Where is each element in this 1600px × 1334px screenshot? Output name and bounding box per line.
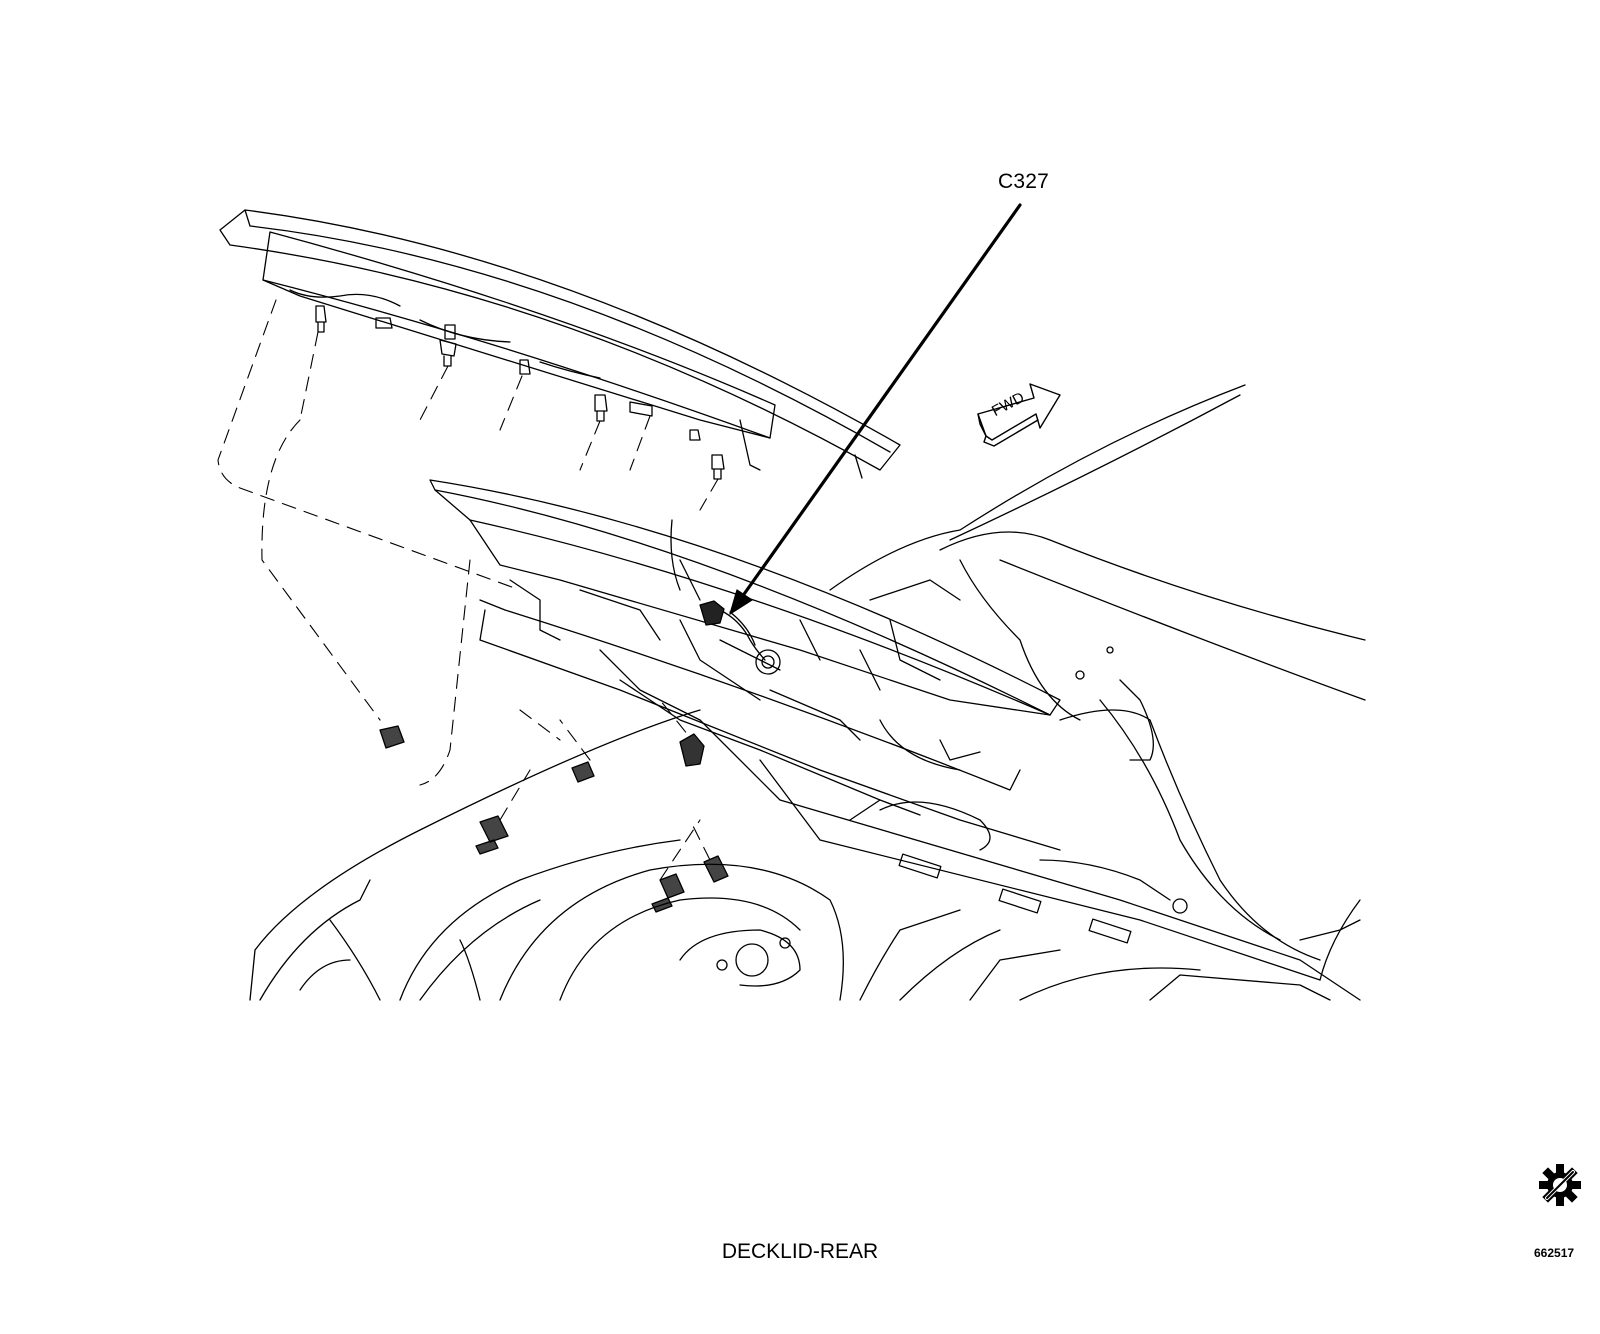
figure-number: 662517 xyxy=(1534,1246,1575,1260)
connector-callout-c327: C327 xyxy=(998,170,1050,193)
decklid-panel xyxy=(429,479,1061,851)
diagram-caption: DECKLID-REAR xyxy=(721,1240,879,1263)
c327-leader xyxy=(729,203,1022,615)
gear-icon xyxy=(1539,1164,1581,1206)
spoiler-assembly xyxy=(219,209,901,480)
fwd-arrow xyxy=(977,383,1061,447)
fasteners xyxy=(379,725,729,913)
trunk-body xyxy=(249,384,1366,1001)
assembly-dashed-lines xyxy=(217,299,719,881)
